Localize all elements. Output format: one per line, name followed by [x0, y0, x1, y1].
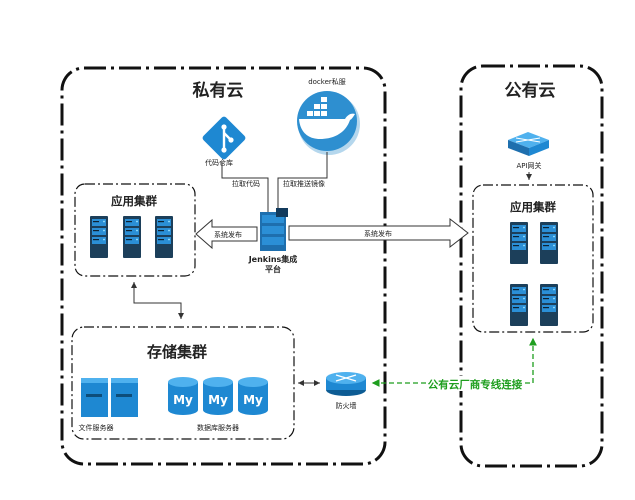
- dedicated-line-label-bg: [426, 376, 524, 391]
- docker-registry-icon: [297, 91, 360, 155]
- firewall-label: 防火墙: [336, 401, 357, 410]
- file-server-label: 文件服务器: [79, 423, 114, 432]
- private-cloud-title: 私有云: [193, 80, 244, 101]
- private-app-server-3: [155, 216, 173, 258]
- api-gateway-icon: [508, 132, 549, 156]
- public-app-cluster-box: [472, 184, 594, 333]
- public-app-server-3: [510, 284, 528, 326]
- firewall-icon: [326, 372, 366, 396]
- public-app-server-1: [510, 222, 528, 264]
- private-app-server-1: [90, 216, 108, 258]
- jenkins-label-line1: Jenkins集成: [248, 254, 298, 264]
- api-gateway-label: API网关: [516, 161, 541, 170]
- public-cloud-frame: [459, 64, 604, 468]
- dedicated-line-connector: [371, 337, 537, 387]
- pull-code-label: 拉取代码: [232, 179, 260, 188]
- publish-right-label: 系统发布: [364, 229, 392, 238]
- public-cloud-title: 公有云: [505, 80, 556, 101]
- db-icon-text-2: My: [208, 393, 228, 407]
- repo-label: 代码仓库: [205, 158, 233, 167]
- public-app-server-2: [540, 222, 558, 264]
- private-app-cluster-title: 应用集群: [111, 194, 157, 208]
- database-server-label: 数据库服务器: [197, 423, 239, 432]
- private-app-cluster-box: [74, 183, 196, 277]
- db-icon-text-3: My: [243, 393, 263, 407]
- pull-image-label: 拉取推送镜像: [283, 179, 325, 188]
- db-icon-text-1: My: [173, 393, 193, 407]
- file-server-icon: [81, 378, 138, 417]
- app-storage-connector: [131, 282, 184, 319]
- dedicated-line-label: 公有云厂商专线连接: [428, 378, 523, 391]
- docker-to-jenkins-line: [277, 152, 328, 212]
- storage-cluster-box: [71, 326, 295, 440]
- publish-left-arrow: [195, 218, 258, 250]
- storage-cluster-title: 存储集群: [147, 343, 207, 361]
- jenkins-server-icon: [260, 208, 288, 251]
- jenkins-label-line2: 平台: [265, 264, 281, 274]
- private-app-server-2: [123, 216, 141, 258]
- repo-to-jenkins-line: [221, 162, 269, 212]
- public-app-server-4: [540, 284, 558, 326]
- docker-registry-label: docker私服: [308, 77, 346, 86]
- publish-left-label: 系统发布: [214, 230, 242, 239]
- git-repository-icon: [202, 116, 246, 160]
- public-app-cluster-title: 应用集群: [510, 200, 556, 214]
- publish-right-arrow: [288, 217, 469, 249]
